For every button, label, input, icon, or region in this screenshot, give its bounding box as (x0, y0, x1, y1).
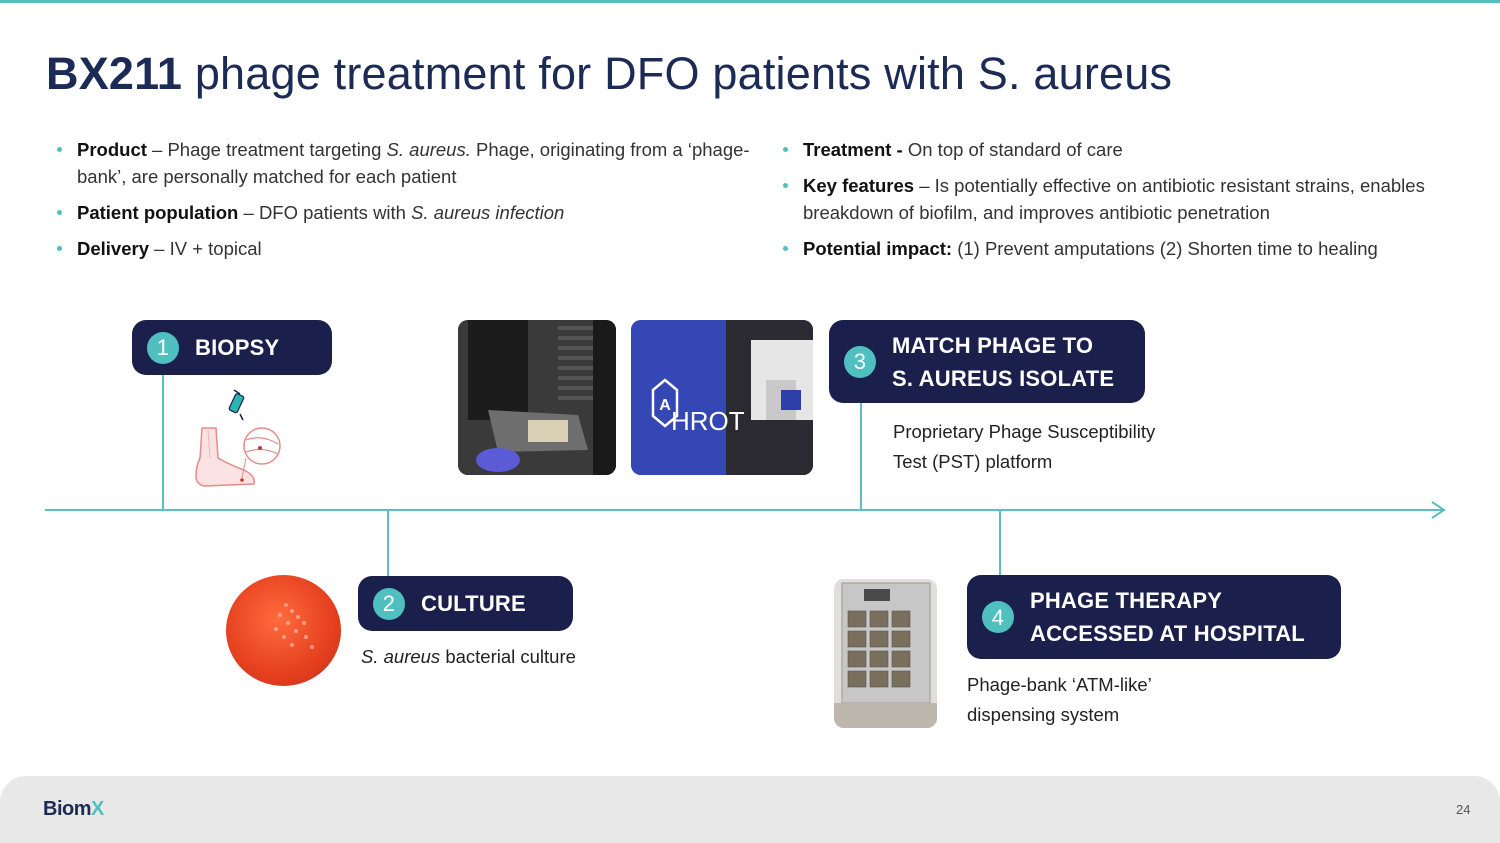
photo-dispensing-cabinet (834, 579, 937, 728)
photo-hrot-robot: A HROT (631, 320, 813, 475)
step-number-badge: 2 (373, 587, 405, 620)
bullet-product: Product – Phage treatment targeting S. a… (56, 136, 756, 190)
bullet-list-right: Treatment - On top of standard of care K… (782, 136, 1482, 271)
connector-step-1 (162, 374, 164, 510)
biomx-logo: BiomX (43, 798, 104, 820)
bullet-treatment: Treatment - On top of standard of care (782, 136, 1482, 163)
step-label: CULTURE (421, 591, 526, 616)
step-culture: 2 CULTURE (358, 576, 573, 631)
photo-culture-plate (226, 575, 341, 686)
dispensing-cabinet-graphic (834, 579, 937, 728)
photo-lab-instrument (458, 320, 616, 475)
bullet-list-left: Product – Phage treatment targeting S. a… (56, 136, 756, 271)
step-biopsy: 1 BIOPSY (132, 320, 332, 375)
page-title: BX211 phage treatment for DFO patients w… (46, 48, 1172, 100)
caption-culture: S. aureus bacterial culture (361, 646, 576, 667)
title-text: phage treatment for DFO patients with S.… (194, 48, 1173, 99)
biopsy-foot-illustration (195, 389, 281, 487)
caption-pst-platform: Proprietary Phage Susceptibility Test (P… (893, 421, 1156, 472)
connector-step-2 (387, 510, 389, 578)
timeline-arrow-icon (1431, 501, 1446, 519)
step-phage-therapy: 4 PHAGE THERAPY ACCESSED AT HOSPITAL (967, 575, 1341, 659)
connector-step-3 (860, 402, 862, 510)
step-label: PHAGE THERAPY ACCESSED AT HOSPITAL (1030, 588, 1305, 646)
bullet-key-features: Key features – Is potentially effective … (782, 172, 1442, 226)
bacterial-colonies-graphic (274, 603, 314, 649)
title-product-code: BX211 (46, 48, 183, 99)
bullet-delivery: Delivery – IV + topical (56, 235, 756, 262)
step-number-badge: 1 (147, 331, 179, 364)
bullet-patient-population: Patient population – DFO patients with S… (56, 199, 756, 226)
step-number-badge: 3 (844, 345, 876, 378)
svg-text:A: A (659, 397, 671, 414)
hrot-logo-text: HROT (671, 406, 745, 436)
step-number-badge: 4 (982, 601, 1014, 633)
caption-dispensing-system: Phage-bank ‘ATM-like’ dispensing system (967, 674, 1152, 725)
bullet-potential-impact: Potential impact: (1) Prevent amputation… (782, 235, 1482, 262)
connector-step-4 (999, 510, 1001, 577)
page-number: 24 (1456, 802, 1471, 817)
timeline-axis (45, 509, 1443, 511)
step-label: MATCH PHAGE TO S. AUREUS ISOLATE (892, 332, 1115, 391)
lab-instrument-graphic (458, 320, 616, 475)
footer-bar (0, 776, 1500, 843)
step-match-phage: 3 MATCH PHAGE TO S. AUREUS ISOLATE (829, 320, 1145, 403)
step-label: BIOPSY (195, 335, 280, 360)
hrot-robot-graphic: A HROT (631, 320, 813, 475)
top-accent-rule (0, 0, 1500, 3)
syringe-icon (228, 389, 245, 421)
